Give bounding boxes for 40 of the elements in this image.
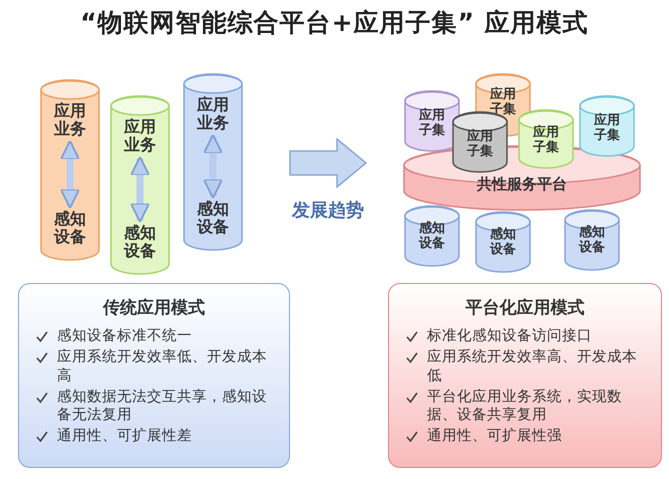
bullet-text: 应用系统开发效率高、开发成本低	[427, 348, 638, 386]
cylinder	[110, 96, 170, 274]
node-label: 共性服务平台	[476, 176, 568, 194]
cylinder	[475, 212, 531, 272]
diagram-title: “物联网智能综合平台+应用子集” 应用模式	[79, 7, 590, 39]
cylinder	[579, 96, 635, 156]
cylinder	[404, 206, 460, 266]
node-label: 感知设备	[488, 228, 517, 258]
node-label: 应用业务	[195, 96, 231, 133]
node-label: 感知设备	[195, 200, 231, 237]
bullet-text: 平台化应用业务系统，实现数据、设备共享复用	[427, 388, 623, 426]
bullet-text: 感知数据无法交互共享，感知设备无法复用	[57, 388, 268, 426]
node-label: 感知设备	[122, 224, 158, 261]
bullet-text: 通用性、可扩展性差	[57, 427, 192, 446]
node-label: 应用子集	[592, 114, 621, 144]
node-label: 感知设备	[578, 226, 606, 256]
bullet-text: 应用系统开发效率低、开发成本高	[57, 348, 268, 386]
info-panel	[388, 283, 662, 468]
panel-heading: 传统应用模式	[102, 297, 206, 319]
node-label: 应用子集	[466, 130, 494, 160]
node-label: 应用子集	[418, 109, 446, 139]
node-label: 应用业务	[52, 102, 88, 139]
cylinder	[40, 80, 100, 260]
node-label: 应用子集	[532, 126, 560, 156]
double-arrow	[203, 134, 223, 199]
node-label: 感知设备	[418, 222, 446, 252]
cylinder	[518, 110, 574, 168]
double-arrow	[130, 156, 150, 223]
panel-heading: 平台化应用模式	[464, 297, 586, 319]
node-label: 感知设备	[52, 210, 88, 247]
bullet-text: 感知设备标准不统一	[57, 327, 192, 346]
double-arrow	[60, 140, 80, 209]
info-panel	[18, 283, 290, 468]
cylinder	[564, 210, 620, 270]
bullet-text: 标准化感知设备访问接口	[427, 327, 592, 346]
cylinder	[183, 74, 243, 250]
annotation-text: 发展趋势	[290, 199, 365, 222]
bullet-text: 通用性、可扩展性强	[427, 427, 562, 446]
cylinder	[404, 91, 460, 151]
node-label: 应用业务	[122, 118, 158, 155]
